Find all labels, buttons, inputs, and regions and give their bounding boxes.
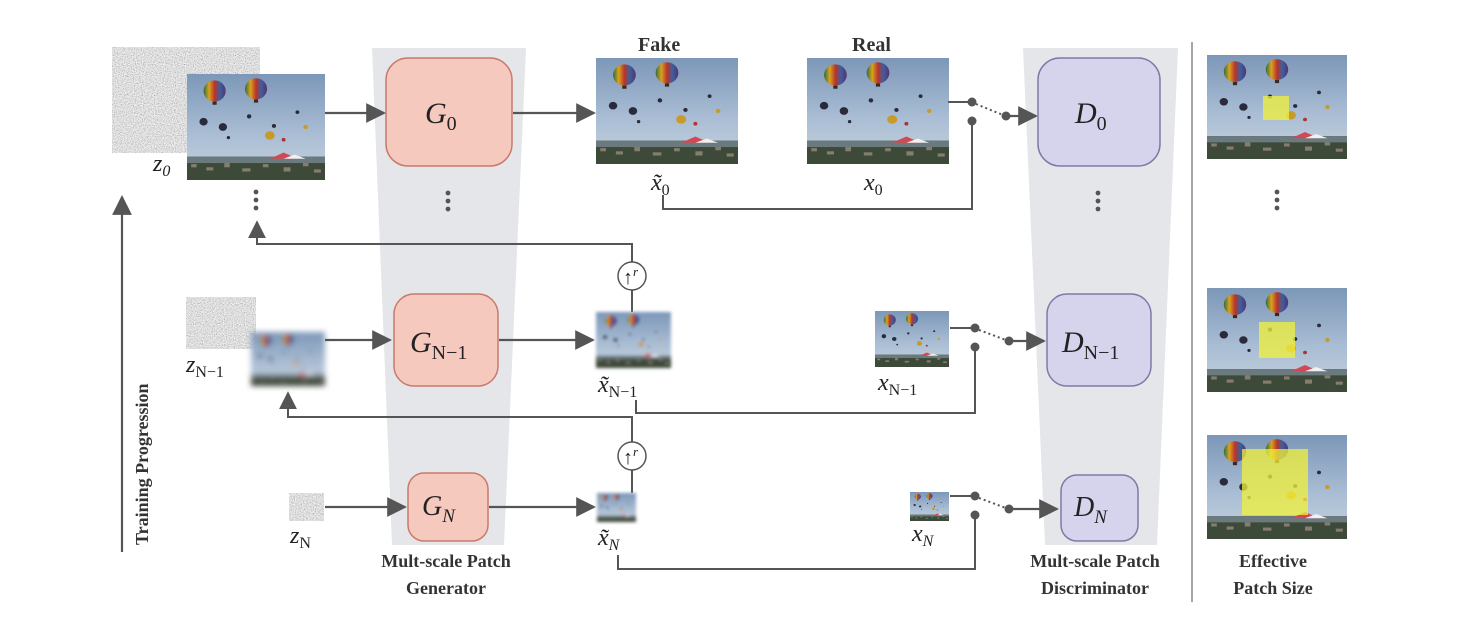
patch-image-medium bbox=[1207, 288, 1347, 392]
fake-label-x0: x̃0 bbox=[650, 170, 670, 199]
upsample-feedback-to-rowN-1 bbox=[279, 391, 633, 442]
discriminator-caption-line1: Mult-scale Patch bbox=[1030, 551, 1159, 571]
discriminator-d0 bbox=[1037, 57, 1161, 167]
fake-label: Fake bbox=[638, 34, 680, 56]
fake-label-xN-1: x̃N−1 bbox=[597, 372, 637, 401]
vertical-ellipsis-patch bbox=[1274, 189, 1280, 211]
fake-image-x0 bbox=[596, 58, 738, 164]
switch-node-fake-1 bbox=[970, 342, 980, 352]
discriminator-dN-1-label: DN−1 bbox=[1061, 326, 1119, 364]
discriminator-dN-1 bbox=[1046, 293, 1152, 387]
switch-node-out-1 bbox=[1004, 336, 1014, 346]
discriminator-caption-line2: Discriminator bbox=[1041, 578, 1149, 598]
upsample-operator-1-label: ↑r bbox=[623, 264, 639, 289]
generator-g0-label: G0 bbox=[425, 97, 457, 135]
generated-image-xN-1-input bbox=[251, 332, 325, 386]
generator-gN-1 bbox=[393, 293, 499, 387]
switch-node-real-1 bbox=[970, 323, 980, 333]
noise-image-zN bbox=[289, 493, 324, 521]
real-image-xN bbox=[910, 492, 949, 521]
patch-caption-line2: Patch Size bbox=[1233, 578, 1312, 598]
generator-caption-line2: Generator bbox=[406, 578, 486, 598]
real-label-xN: xN bbox=[911, 521, 935, 550]
noise-image-zN-1 bbox=[186, 297, 256, 349]
real-label: Real bbox=[852, 34, 891, 56]
discriminator-dN bbox=[1060, 474, 1139, 542]
discriminator-d0-label: D0 bbox=[1074, 97, 1107, 135]
generator-gN-label: GN bbox=[422, 491, 456, 527]
switch-node-real-0 bbox=[967, 97, 977, 107]
fake-image-xN-1 bbox=[596, 312, 671, 368]
upsample-operator-2-label: ↑r bbox=[623, 444, 639, 469]
training-progression-label: Training Progression bbox=[132, 383, 152, 545]
switch-node-out-0 bbox=[1001, 111, 1011, 121]
real-label-x0: x0 bbox=[863, 170, 883, 199]
switch-node-fake-0 bbox=[967, 116, 977, 126]
generator-gN bbox=[407, 472, 489, 542]
patch-image-small bbox=[1207, 55, 1347, 159]
fake-image-xN bbox=[597, 493, 636, 522]
vertical-ellipsis-left bbox=[253, 189, 259, 211]
noise-label-zN: zN bbox=[289, 523, 311, 552]
fake-x0-to-d0-path bbox=[662, 121, 973, 210]
generator-g0 bbox=[385, 57, 513, 167]
vertical-ellipsis-discriminator bbox=[1095, 190, 1101, 212]
generated-image-x0-input bbox=[187, 74, 325, 180]
switch-node-real-2 bbox=[970, 491, 980, 501]
switch-node-fake-2 bbox=[970, 510, 980, 520]
real-image-x0 bbox=[807, 58, 949, 164]
discriminator-dN-label: DN bbox=[1073, 492, 1108, 528]
real-label-xN-1: xN−1 bbox=[877, 370, 917, 399]
fake-xN-1-to-dN-1-path bbox=[635, 347, 976, 414]
generator-gN-1-label: GN−1 bbox=[410, 326, 467, 364]
fake-xN-to-dN-path bbox=[617, 515, 976, 570]
generator-caption-line1: Mult-scale Patch bbox=[381, 551, 510, 571]
patch-caption-line1: Effective bbox=[1239, 551, 1307, 571]
noise-label-z0: z0 bbox=[152, 151, 170, 180]
real-image-xN-1 bbox=[875, 311, 949, 367]
patch-image-large bbox=[1207, 435, 1347, 539]
switch-node-out-2 bbox=[1004, 504, 1014, 514]
upsample-feedback-to-row0 bbox=[248, 220, 633, 262]
noise-label-zN-1: zN−1 bbox=[185, 352, 224, 381]
fake-label-xN: x̃N bbox=[597, 525, 621, 554]
vertical-ellipsis-generator bbox=[445, 190, 451, 212]
